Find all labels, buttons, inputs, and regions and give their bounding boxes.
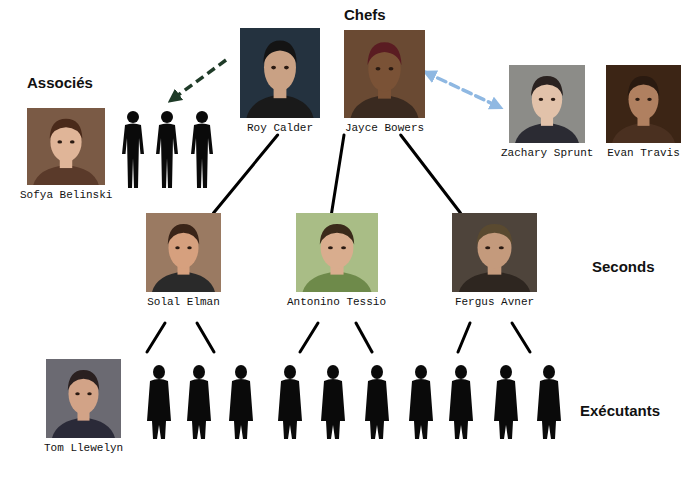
portrait-image [344,30,425,118]
portrait-photo [296,213,378,292]
person-card: Tom Llewelyn [44,359,123,455]
associate-arrow [170,60,226,101]
relation-arrow [425,72,501,108]
person-card: Evan Travis [606,65,681,160]
person-name: Sofya Belinski [20,189,112,202]
tier-label: Associés [27,74,93,91]
portrait-photo [240,28,320,118]
person-card: Roy Calder [240,28,320,135]
hierarchy-line [214,135,278,213]
tier-label: Seconds [592,258,655,275]
portrait-photo [606,65,681,143]
portrait-image [46,359,121,438]
portrait-image [240,28,320,118]
executant-silhouettes [147,365,561,439]
person-name: Jayce Bowers [345,122,424,135]
person-name: Antonino Tessio [287,296,386,309]
person-name: Tom Llewelyn [44,442,123,455]
portrait-image [146,213,221,292]
hierarchy-line [401,135,461,213]
portrait-photo [27,108,105,185]
person-name: Roy Calder [247,122,313,135]
portrait-image [296,213,378,292]
portrait-photo [46,359,121,438]
tier-label: Chefs [344,6,386,23]
portrait-photo [452,213,537,292]
portrait-image [509,65,585,143]
person-card: Jayce Bowers [344,30,425,135]
person-card: Zachary Sprunt [501,65,593,160]
portrait-image [606,65,681,143]
associate-silhouettes [122,111,213,188]
person-name: Solal Elman [147,296,220,309]
portrait-image [452,213,537,292]
person-name: Fergus Avner [455,296,534,309]
portrait-photo [509,65,585,143]
hierarchy-line [332,135,344,213]
person-card: Fergus Avner [452,213,537,309]
portrait-photo [344,30,425,118]
tier-label: Exécutants [580,402,660,419]
hierarchy-lines [147,323,530,352]
person-card: Solal Elman [146,213,221,309]
portrait-image [27,108,105,185]
person-name: Evan Travis [607,147,680,160]
person-name: Zachary Sprunt [501,147,593,160]
portrait-photo [146,213,221,292]
person-card: Antonino Tessio [287,213,386,309]
person-card: Sofya Belinski [20,108,112,202]
